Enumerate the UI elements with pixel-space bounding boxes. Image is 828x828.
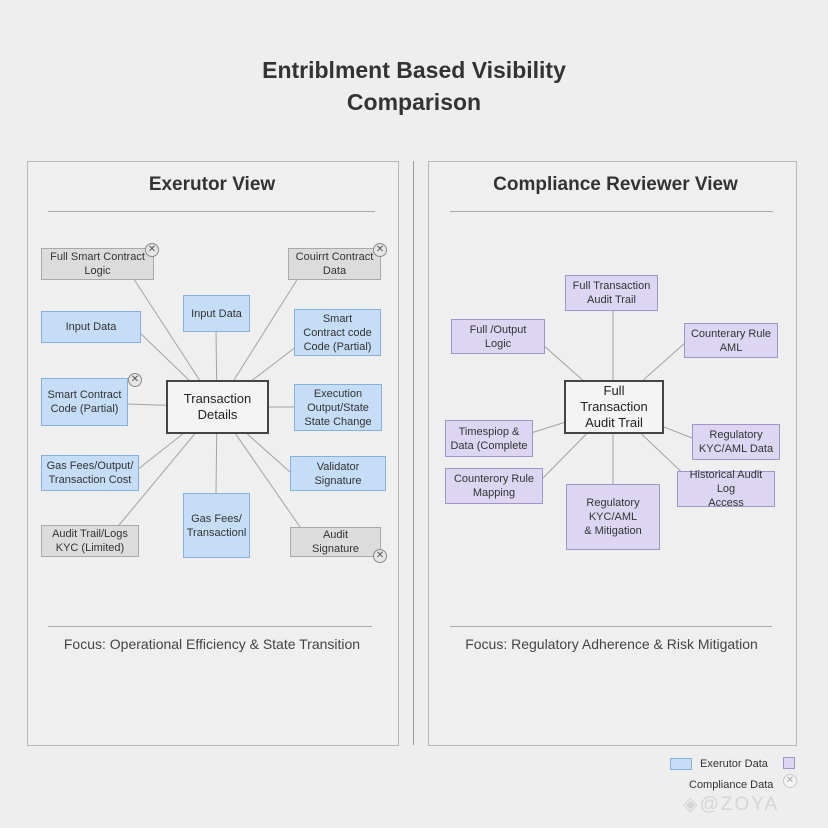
node-full-transaction-audit-trail-top: Full Transaction Audit Trail xyxy=(565,275,658,311)
node-regulatory-kyc-aml-data: Regulatory KYC/AML Data xyxy=(692,424,780,460)
close-circle-icon: ✕ xyxy=(145,243,159,257)
node-input-data-left: Input Data xyxy=(41,311,141,343)
node-audit-signature: Audit Signature xyxy=(290,527,381,557)
node-execution-output: Execution Output/State State Change xyxy=(294,384,382,431)
node-counterary-rule-aml: Counterary Rule AML xyxy=(684,323,778,358)
diamond-logo-icon: ◈ xyxy=(683,794,700,815)
node-full-transaction-audit-trail: Full Transaction Audit Trail xyxy=(564,380,664,434)
executor-focus-text: Focus: Operational Efficiency & State Tr… xyxy=(63,636,361,652)
close-circle-icon: ✕ xyxy=(128,373,142,387)
legend-executor-label: Exerutor Data xyxy=(700,758,768,770)
close-circle-icon: ✕ xyxy=(373,549,387,563)
node-audit-trail-logs: Audit Trail/Logs KYC (Limited) xyxy=(41,525,139,557)
node-timestamp-data: Timespiop & Data (Complete xyxy=(445,420,533,457)
close-icon: ✕ xyxy=(783,774,797,788)
close-circle-icon: ✕ xyxy=(373,243,387,257)
node-validator-signature: Validator Signature xyxy=(290,456,386,491)
watermark: ◈@ZOYA xyxy=(683,793,779,816)
compliance-view-title: Compliance Reviewer View xyxy=(493,174,738,195)
node-historical-audit-log-access: Historical Audit Log Access xyxy=(677,469,775,509)
executor-view-title: Exerutor View xyxy=(148,174,276,195)
legend-executor-swatch xyxy=(670,758,692,770)
node-full-smart-contract-logic: Full Smart Contract Logic xyxy=(41,248,154,280)
compliance-focus-text: Focus: Regulatory Adherence & Risk Mitig… xyxy=(465,636,758,652)
node-counterory-rule-mapping: Counterory Rule Mapping xyxy=(445,468,543,504)
diagram-title-line1: Entriblment Based Visibility xyxy=(262,57,566,83)
node-input-data-top: Input Data xyxy=(183,295,250,332)
watermark-text: @ZOYA xyxy=(699,794,780,815)
compliance-title-rule xyxy=(450,211,773,212)
node-smart-contract-code-left: Smart Contract Code (Partial) xyxy=(41,378,128,426)
executor-title-rule xyxy=(48,211,375,212)
legend-compliance-label: Compliance Data xyxy=(689,779,774,791)
node-gas-fees-output: Gas Fees/Output/ Transaction Cost xyxy=(41,455,139,491)
node-count-contract-data: Couirrt Contract Data xyxy=(288,248,381,280)
node-smart-contract-code-right: Smart Contract code Code (Partial) xyxy=(294,309,381,356)
diagram-title-line2: Comparison xyxy=(346,89,482,115)
panel-divider xyxy=(413,161,414,745)
compliance-focus-rule xyxy=(450,626,772,627)
node-full-output-logic: Full /Output Logic xyxy=(451,319,545,354)
node-regulatory-kyc-aml-mitigation: Regulatory KYC/AML & Mitigation xyxy=(566,484,660,550)
node-transaction-details: Transaction Details xyxy=(166,380,269,434)
legend-compliance-swatch xyxy=(783,757,795,769)
executor-focus-rule xyxy=(48,626,372,627)
node-gas-fees-bottom: Gas Fees/ Transactionl xyxy=(183,493,250,558)
